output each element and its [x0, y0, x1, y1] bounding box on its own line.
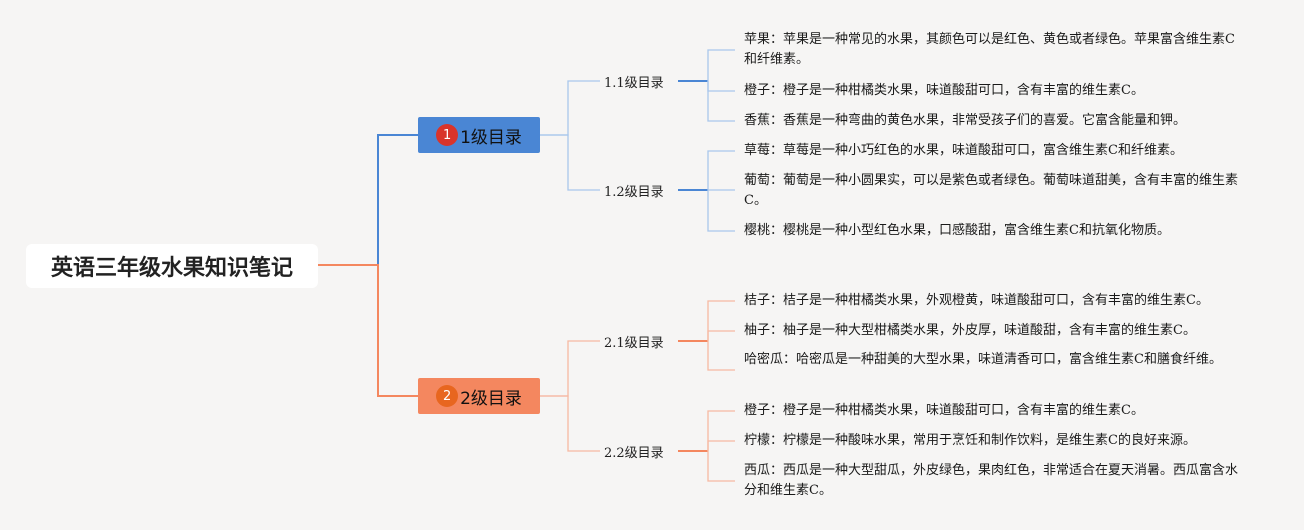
branch-label-1: 1级目录 — [460, 127, 522, 148]
link-branch2-sub1 — [540, 340, 600, 397]
leaf-note-cherry[interactable]: 樱桃：樱桃是一种小型红色水果，口感酸甜，富含维生素C和抗氧化物质。 — [744, 223, 1170, 238]
subtopic-node-2-1[interactable]: 2.1级目录 — [604, 336, 664, 351]
link-root-branch2 — [318, 264, 418, 397]
subtopic-node-2-2[interactable]: 2.2级目录 — [604, 446, 664, 461]
leaf-note-orange-2[interactable]: 橙子：橙子是一种柑橘类水果，味道酸甜可口，含有丰富的维生素C。 — [744, 403, 1144, 418]
leaf-note-watermelon[interactable]: 西瓜：西瓜是一种大型甜瓜，外皮绿色，果肉红色，非常适合在夏天消暑。西瓜富含水分和… — [744, 463, 1239, 498]
leaf-note-apple[interactable]: 苹果：苹果是一种常见的水果，其颜色可以是红色、黄色或者绿色。苹果富含维生素C和纤… — [744, 32, 1235, 67]
root-node[interactable]: 英语三年级水果知识笔记 — [26, 244, 318, 288]
branch-node-2[interactable]: 2 2级目录 — [418, 378, 540, 414]
leaf-note-tangerine[interactable]: 桔子：桔子是一种柑橘类水果，外观橙黄，味道酸甜可口，含有丰富的维生素C。 — [744, 293, 1209, 308]
branch-label-2: 2级目录 — [460, 388, 522, 409]
leaf-note-cantaloupe[interactable]: 哈密瓜：哈密瓜是一种甜美的大型水果，味道清香可口，富含维生素C和膳食纤维。 — [744, 352, 1222, 367]
link-branch2-sub2 — [540, 395, 600, 452]
subtopic-node-1-2[interactable]: 1.2级目录 — [604, 185, 664, 200]
number-badge-2: 2 — [436, 385, 459, 407]
link-branch1-sub1 — [540, 80, 600, 136]
leaf-note-pomelo[interactable]: 柚子：柚子是一种大型柑橘类水果，外皮厚，味道酸甜，含有丰富的维生素C。 — [744, 323, 1196, 338]
leaf-note-banana[interactable]: 香蕉：香蕉是一种弯曲的黄色水果，非常受孩子们的喜爱。它富含能量和钾。 — [744, 113, 1187, 128]
leaf-note-strawberry[interactable]: 草莓：草莓是一种小巧红色的水果，味道酸甜可口，富含维生素C和纤维素。 — [744, 143, 1183, 158]
leaf-note-orange[interactable]: 橙子：橙子是一种柑橘类水果，味道酸甜可口，含有丰富的维生素C。 — [744, 83, 1144, 98]
leaf-note-lemon[interactable]: 柠檬：柠檬是一种酸味水果，常用于烹饪和制作饮料，是维生素C的良好来源。 — [744, 433, 1196, 448]
branch-node-1[interactable]: 1 1级目录 — [418, 117, 540, 153]
leaf-note-grape[interactable]: 葡萄：葡萄是一种小圆果实，可以是紫色或者绿色。葡萄味道甜美，含有丰富的维生素C。 — [744, 173, 1239, 208]
link-root-branch1 — [318, 134, 418, 266]
subtopic-node-1-1[interactable]: 1.1级目录 — [604, 76, 664, 91]
number-badge-1: 1 — [436, 124, 459, 146]
link-branch1-sub2 — [540, 134, 600, 191]
